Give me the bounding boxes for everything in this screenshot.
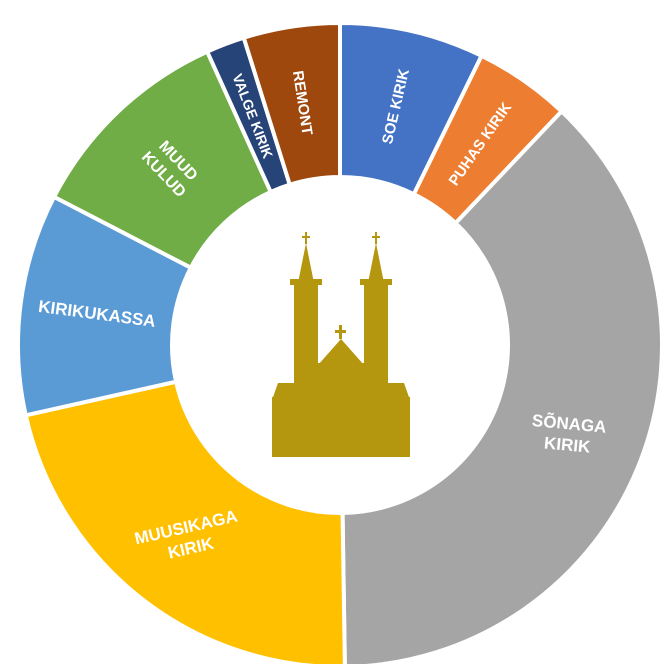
church-icon: [272, 232, 410, 457]
donut-slices: [16, 20, 661, 664]
donut-slice-muusikaga-kirik: [23, 379, 347, 664]
donut-slice-kirikukassa: [16, 194, 194, 418]
center-church-icon: [272, 232, 410, 457]
donut-slice-sõnaga-kirik: [340, 108, 661, 664]
donut-slice-remont: [241, 20, 342, 188]
